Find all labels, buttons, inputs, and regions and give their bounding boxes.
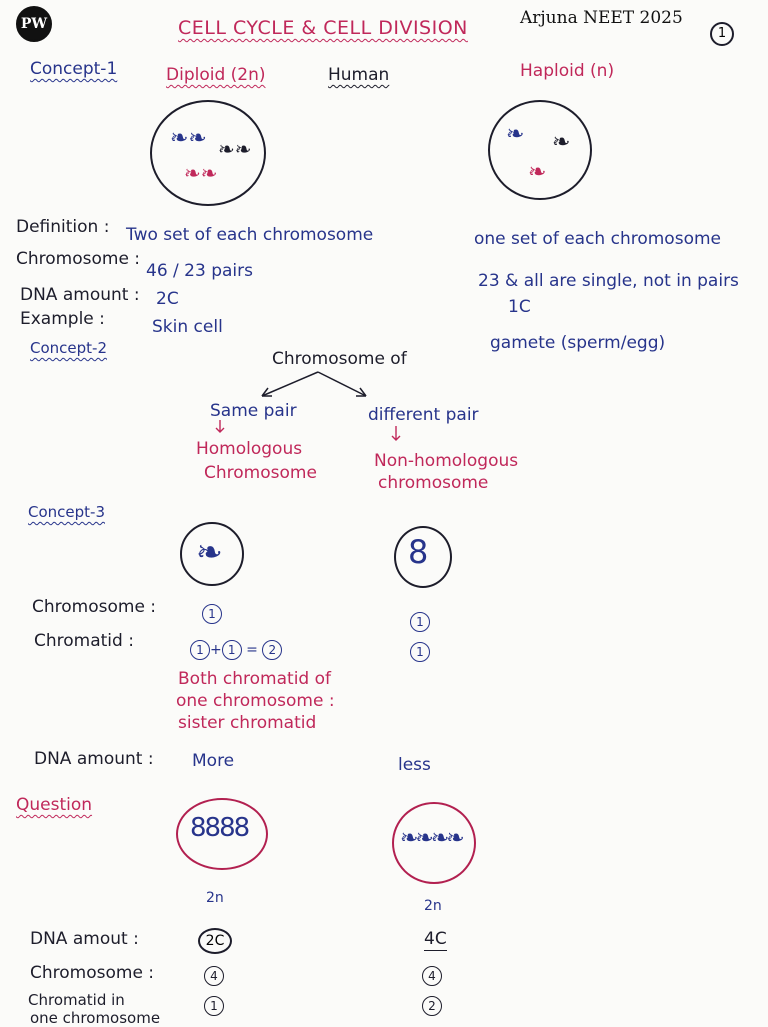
right-chromosome-count: 1 bbox=[410, 612, 430, 632]
question-chromosome-right-value: 4 bbox=[422, 966, 442, 986]
non-homologous-line-2: chromosome bbox=[378, 473, 489, 493]
question-chromosome-right: 4 bbox=[422, 966, 442, 986]
right-dna-value: less bbox=[398, 755, 431, 775]
haploid-dna: 1C bbox=[508, 297, 531, 317]
question-row-dna-label: DNA amout : bbox=[30, 929, 139, 949]
dna-row-label: DNA amount : bbox=[34, 749, 154, 769]
question-row-chromosome-label: Chromosome : bbox=[30, 963, 155, 983]
question-cell-right: ❧❧❧❧ bbox=[392, 802, 476, 884]
question-chromatid-right: 2 bbox=[422, 996, 442, 1016]
sister-note-2: one chromosome : bbox=[176, 691, 335, 711]
chromosome-icon: 8888 bbox=[190, 813, 250, 843]
concept-1-label: Concept-1 bbox=[30, 59, 118, 79]
right-chromosome-value: 1 bbox=[410, 612, 430, 632]
tree-root: Chromosome of bbox=[272, 349, 407, 369]
non-homologous-line-1: Non-homologous bbox=[374, 451, 519, 471]
page-number: 1 bbox=[710, 22, 734, 46]
haploid-heading: Haploid (n) bbox=[520, 61, 615, 81]
chromatid-row-label: Chromatid : bbox=[34, 631, 134, 651]
pw-logo-text: PW bbox=[20, 16, 48, 32]
chromosome-row-label: Chromosome : bbox=[32, 597, 157, 617]
haploid-definition: one set of each chromosome bbox=[474, 229, 721, 249]
chromatid-a: 1 bbox=[190, 640, 210, 660]
right-chromatid-count: 1 bbox=[410, 642, 430, 662]
question-label: Question bbox=[16, 795, 93, 815]
row-label-chromosome: Chromosome : bbox=[16, 249, 141, 269]
pw-logo: PW bbox=[16, 6, 52, 42]
human-heading: Human bbox=[328, 65, 390, 85]
question-chromosome-left-value: 4 bbox=[204, 966, 224, 986]
row-label-dna: DNA amount : bbox=[20, 285, 140, 305]
left-chromosome-value: 1 bbox=[202, 604, 222, 624]
question-row-chromatid-label-2: one chromosome bbox=[30, 1009, 161, 1027]
diploid-dna: 2C bbox=[156, 289, 179, 309]
diploid-heading: Diploid (2n) bbox=[166, 65, 266, 85]
sister-note-3: sister chromatid bbox=[178, 713, 317, 733]
left-ploidy: 2n bbox=[206, 890, 224, 906]
right-branch: different pair bbox=[368, 405, 479, 425]
chromosome-icon: ❧ bbox=[552, 130, 571, 155]
question-cell-left: 8888 bbox=[176, 798, 268, 870]
concept-2-label: Concept-2 bbox=[30, 339, 107, 357]
single-chromatid-cell: 8 bbox=[394, 526, 452, 588]
diploid-example: Skin cell bbox=[152, 317, 223, 337]
question-dna-left: 2C bbox=[198, 928, 232, 954]
chromosome-icon: ❧ bbox=[528, 160, 547, 185]
question-chromatid-left-value: 1 bbox=[204, 996, 224, 1016]
question-dna-left-value: 2C bbox=[205, 933, 225, 949]
diploid-definition: Two set of each chromosome bbox=[126, 225, 374, 245]
left-branch: Same pair bbox=[210, 401, 297, 421]
right-ploidy: 2n bbox=[424, 898, 442, 914]
left-dna-value: More bbox=[192, 751, 235, 771]
chromosome-icon: ❧❧ bbox=[170, 126, 207, 151]
diploid-cell: ❧❧ ❧❧ ❧❧ bbox=[150, 100, 266, 206]
right-chromatid-value: 1 bbox=[410, 642, 430, 662]
homologous-line-1: Homologous bbox=[196, 439, 303, 459]
brand-text: Arjuna NEET 2025 bbox=[520, 8, 683, 28]
diploid-chromosome: 46 / 23 pairs bbox=[146, 261, 253, 281]
chromosome-icon: ❧❧❧❧ bbox=[400, 826, 465, 851]
chromatid-b: 1 bbox=[221, 640, 242, 660]
question-row-chromatid-label: Chromatid in bbox=[28, 991, 125, 1009]
page-title: CELL CYCLE & CELL DIVISION bbox=[178, 17, 468, 39]
haploid-chromosome: 23 & all are single, not in pairs bbox=[478, 271, 739, 291]
chromosome-icon: ❧ bbox=[196, 533, 223, 571]
question-chromosome-left: 4 bbox=[204, 966, 224, 986]
chromosome-icon: ❧ bbox=[506, 122, 525, 147]
replicated-chromosome-cell: ❧ bbox=[180, 522, 244, 586]
chromosome-icon: ❧❧ bbox=[184, 161, 218, 185]
haploid-example: gamete (sperm/egg) bbox=[490, 333, 666, 353]
chromosome-icon: 8 bbox=[408, 533, 429, 571]
haploid-cell: ❧ ❧ ❧ bbox=[488, 100, 592, 200]
question-dna-right: 4C bbox=[424, 929, 447, 951]
row-label-definition: Definition : bbox=[16, 217, 110, 237]
chromosome-icon: ❧❧ bbox=[218, 137, 252, 161]
concept-3-label: Concept-3 bbox=[28, 503, 105, 521]
sister-note-1: Both chromatid of bbox=[178, 669, 331, 689]
left-chromosome-count: 1 bbox=[202, 604, 222, 624]
left-chromatid-sum: 1+1 = 2 bbox=[190, 640, 283, 660]
question-chromatid-left: 1 bbox=[204, 996, 224, 1016]
page-number-text: 1 bbox=[717, 26, 727, 41]
chromatid-sum: 2 bbox=[262, 640, 283, 660]
homologous-line-2: Chromosome bbox=[204, 463, 317, 483]
row-label-example: Example : bbox=[20, 309, 105, 329]
question-chromatid-right-value: 2 bbox=[422, 996, 442, 1016]
